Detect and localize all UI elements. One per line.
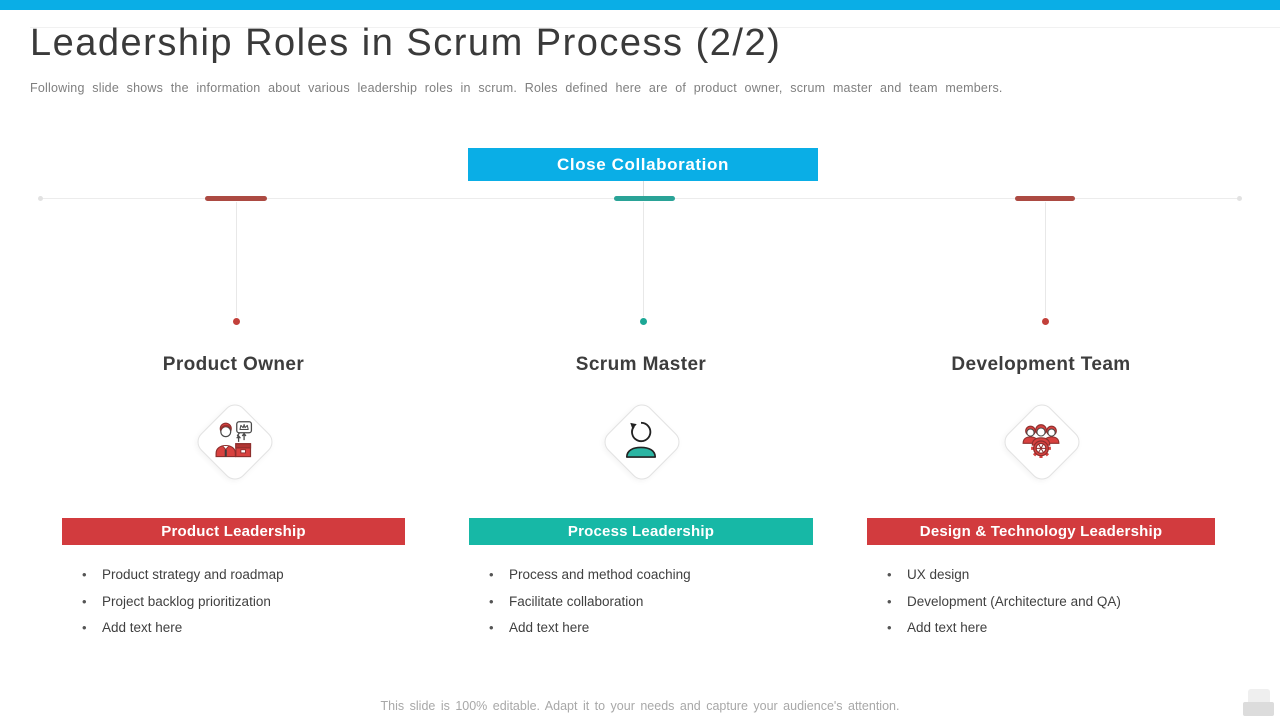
leadership-header: Design & Technology Leadership xyxy=(867,518,1215,545)
role-title: Scrum Master xyxy=(575,354,707,375)
bullet-list: Process and method coaching Facilitate c… xyxy=(469,562,813,642)
role-diamond xyxy=(999,399,1085,485)
banner-connector-line xyxy=(643,181,644,198)
bullet-list: UX design Development (Architecture and … xyxy=(867,562,1215,642)
connector-dot-product-owner xyxy=(233,318,240,325)
leadership-header: Product Leadership xyxy=(62,518,405,545)
close-collaboration-banner: Close Collaboration xyxy=(468,148,818,181)
column-product-owner: Product Owner Product Leadership xyxy=(62,348,405,642)
scrum-master-icon xyxy=(625,421,657,458)
connector-dot-development-team xyxy=(1042,318,1049,325)
bullet-list: Product strategy and roadmap Project bac… xyxy=(62,562,405,642)
slide-title: Leadership Roles in Scrum Process (2/2) xyxy=(30,22,782,64)
bullet-item: Product strategy and roadmap xyxy=(62,562,405,589)
top-accent-bar xyxy=(0,0,1280,10)
watermark-shape xyxy=(1243,702,1274,716)
column-development-team: Development Team xyxy=(867,348,1215,642)
timeline-endpoint-right xyxy=(1237,196,1242,201)
bullet-item: UX design xyxy=(867,562,1215,589)
role-diamond xyxy=(192,399,277,485)
connector-line-product-owner xyxy=(236,202,237,317)
content-divider xyxy=(30,27,1280,28)
bullet-item: Process and method coaching xyxy=(469,562,813,589)
role-title: Development Team xyxy=(951,354,1131,375)
timeline-segment-development-team xyxy=(1015,196,1075,201)
leadership-header: Process Leadership xyxy=(469,518,813,545)
column-scrum-master: Scrum Master Process Leadership Process … xyxy=(469,348,813,642)
slide-subtitle: Following slide shows the information ab… xyxy=(30,81,1003,95)
role-title: Product Owner xyxy=(162,354,305,375)
product-owner-icon xyxy=(215,421,252,458)
connector-line-scrum-master xyxy=(643,202,644,317)
timeline-segment-product-owner xyxy=(205,196,267,201)
connector-line-development-team xyxy=(1045,202,1046,317)
timeline-segment-scrum-master xyxy=(614,196,675,201)
timeline-endpoint-left xyxy=(38,196,43,201)
bullet-item: Project backlog prioritization xyxy=(62,589,405,616)
bullet-item: Development (Architecture and QA) xyxy=(867,589,1215,616)
role-diamond xyxy=(599,399,685,485)
slide-footer: This slide is 100% editable. Adapt it to… xyxy=(380,699,900,713)
connector-dot-scrum-master xyxy=(640,318,647,325)
bullet-item: Add text here xyxy=(867,615,1215,642)
bullet-item: Add text here xyxy=(62,615,405,642)
watermark-shape xyxy=(1248,689,1270,705)
development-team-icon xyxy=(1022,424,1060,459)
bullet-item: Add text here xyxy=(469,615,813,642)
bullet-item: Facilitate collaboration xyxy=(469,589,813,616)
